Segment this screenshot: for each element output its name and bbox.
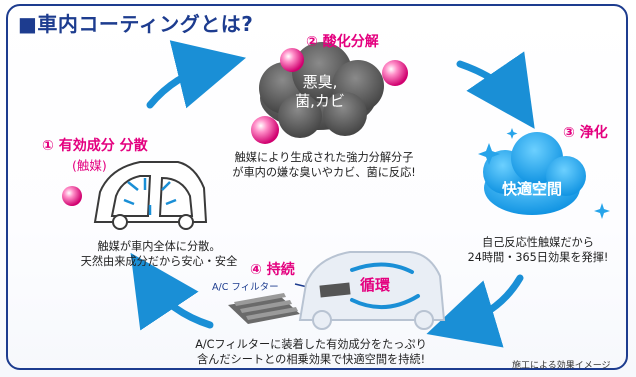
step3-label: ③ 浄化 [563, 125, 608, 141]
step4-desc-line1: A/Cフィルターに装着した有効成分をたっぷり [195, 338, 427, 351]
step1-desc-line1: 触媒が車内全体に分散。 [97, 240, 221, 253]
filter-label: A/C フィルター [212, 282, 279, 293]
arrow-2-to-3 [456, 51, 535, 129]
arrow-3-to-4 [426, 274, 524, 348]
arrow-1-to-2 [146, 40, 247, 109]
step2-label: ② 酸化分解 [306, 34, 379, 50]
step1-desc-line2: 天然由来成分だから安心・安全 [80, 255, 238, 268]
step3-desc-line1: 自己反応性触媒だから [482, 236, 594, 249]
step1-desc: 触媒が車内全体に分散。 天然由来成分だから安心・安全 [56, 239, 262, 269]
catalyst-ball-icon [62, 48, 408, 206]
step2-cloud-line1: 悪臭, [302, 73, 338, 91]
car-interior-icon [93, 161, 208, 230]
cycle-label: 循環 [360, 276, 391, 294]
step2-cloud-text: 悪臭, 菌,カビ [283, 73, 357, 111]
cycle-arrows-icon [350, 262, 420, 310]
step1-label: ① 有効成分 分散 [42, 138, 148, 154]
step3-desc-line2: 24時間・365日効果を発揮! [467, 251, 609, 264]
step2-desc-line2: が車内の嫌な臭いやカビ、菌に反応! [232, 166, 416, 179]
step3-cloud-text: 快適空間 [501, 180, 562, 198]
step4-desc-line2: 含んだシートとの相乗効果で快適空間を持続! [196, 353, 426, 366]
step3-desc: 自己反応性触媒だから 24時間・365日効果を発揮! [448, 235, 628, 265]
dispersion-arrows-icon [123, 178, 177, 215]
step4-label: ④ 持続 [250, 262, 295, 278]
step2-cloud-line2: 菌,カビ [295, 92, 345, 110]
step4-desc: A/Cフィルターに装着した有効成分をたっぷり 含んだシートとの相乗効果で快適空間… [166, 337, 456, 367]
sparkle-icon [478, 128, 610, 219]
arrow-4-to-1 [130, 252, 214, 331]
page-title: ■車内コーティングとは? [18, 12, 254, 36]
filter-icon [228, 293, 300, 324]
blue-cloud-icon [483, 132, 586, 215]
gray-cloud-icon [259, 42, 384, 138]
frame-border [6, 4, 628, 370]
step2-desc-line1: 触媒により生成された強力分解分子 [234, 151, 414, 164]
step1-sub: (触媒) [72, 158, 107, 173]
footnote: 施工による効果イメージ [512, 361, 611, 371]
step2-desc: 触媒により生成された強力分解分子 が車内の嫌な臭いやカビ、菌に反応! [213, 150, 435, 180]
